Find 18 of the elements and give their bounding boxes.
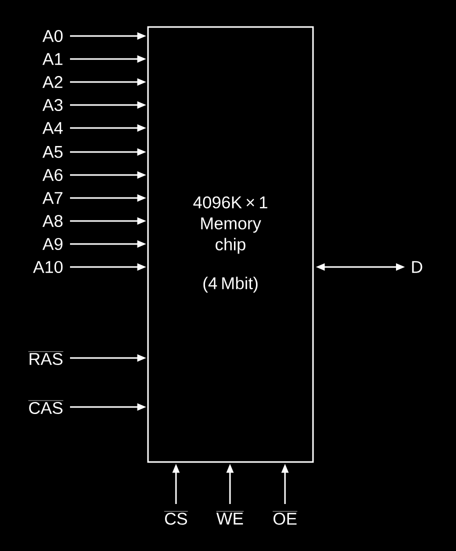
signal-label: A5 (42, 146, 63, 158)
signal-label: A0 (42, 30, 63, 42)
signal-label: A1 (42, 53, 62, 65)
signal-label: A6 (42, 168, 62, 182)
signal-label: CAS (28, 400, 64, 414)
signal-label: RAS (28, 351, 64, 366)
signal-label: A9 (42, 238, 62, 250)
signal-label: A2 (42, 76, 62, 88)
signal-label: OE (272, 511, 298, 525)
signal-label: CS (164, 511, 188, 525)
signal-label: WE (216, 511, 244, 524)
signal-label: A10 (33, 260, 63, 274)
signal-label: A3 (42, 98, 62, 112)
signal-label: D (412, 261, 422, 273)
signal-label: A8 (42, 214, 63, 228)
signal-label: A4 (42, 122, 63, 134)
chip-box: 4096K × 1 Memory chip (4 Mbit) (147, 26, 314, 463)
signal-label: A7 (42, 192, 62, 204)
